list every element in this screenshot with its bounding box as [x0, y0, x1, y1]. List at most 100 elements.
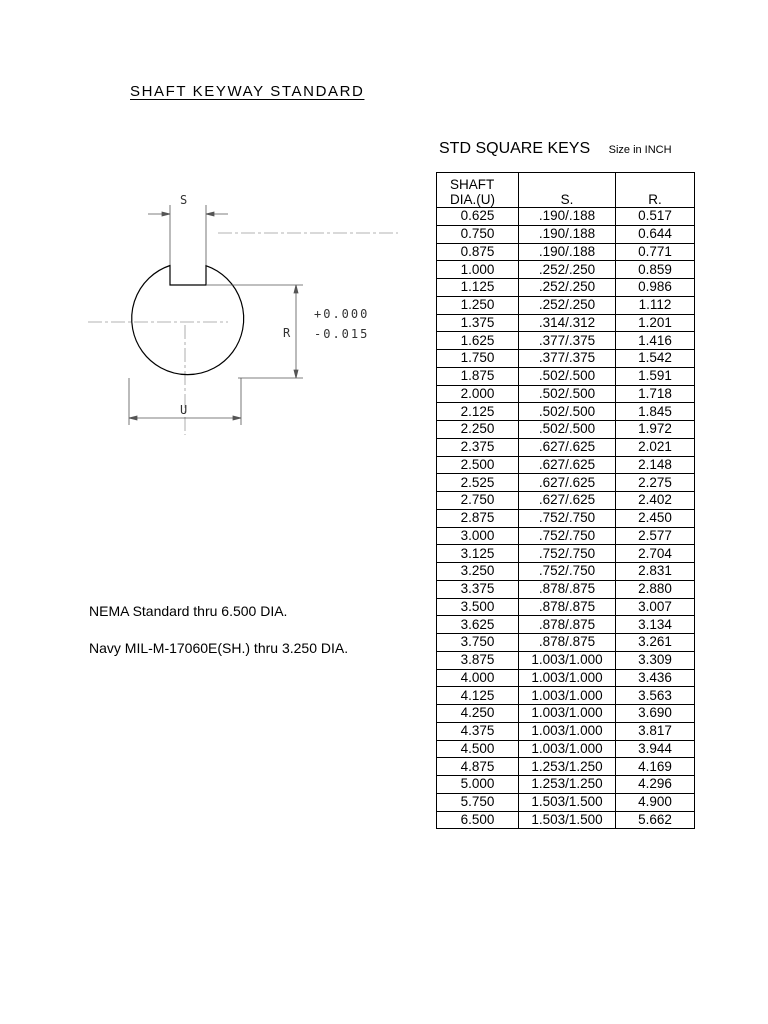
shaft-outline	[131, 264, 245, 376]
cell-s: .502/.500	[518, 420, 616, 439]
cell-s: .752/.750	[518, 526, 616, 546]
cell-s: 1.003/1.000	[518, 686, 616, 705]
cell-r: 4.169	[615, 757, 695, 776]
cell-shaft-dia: 1.750	[436, 349, 519, 368]
cell-r: 4.296	[615, 775, 695, 794]
cell-r: 0.986	[615, 278, 695, 297]
cell-s: .502/.500	[518, 384, 616, 404]
cell-s: .878/.875	[518, 597, 616, 617]
cell-r: 2.704	[615, 544, 695, 563]
cell-r: 1.972	[615, 420, 695, 439]
cell-r: 1.112	[615, 295, 695, 315]
cell-r: 2.831	[615, 562, 695, 581]
cell-r: 1.416	[615, 331, 695, 350]
dim-label-r: R	[283, 326, 291, 340]
cell-shaft-dia: 3.125	[436, 544, 519, 563]
cell-s: .878/.875	[518, 579, 616, 599]
cell-shaft-dia: 4.250	[436, 704, 519, 723]
dim-label-u: U	[180, 403, 187, 417]
cell-r: 3.261	[615, 633, 695, 652]
cell-s: .252/.250	[518, 278, 616, 297]
header-s: S.	[518, 172, 616, 208]
note-navy: Navy MIL-M-17060E(SH.) thru 3.250 DIA.	[89, 640, 349, 656]
cell-shaft-dia: 2.750	[436, 491, 519, 510]
cell-shaft-dia: 2.375	[436, 437, 519, 457]
cell-shaft-dia: 1.125	[436, 278, 519, 297]
cell-r: 0.644	[615, 224, 695, 244]
cell-shaft-dia: 1.625	[436, 331, 519, 350]
cell-shaft-dia: 4.875	[436, 757, 519, 776]
cell-r: 4.900	[615, 792, 695, 812]
header-shaft-dia: SHAFT DIA.(U)	[436, 172, 519, 208]
header-r: R.	[615, 172, 695, 208]
cell-r: 3.817	[615, 721, 695, 741]
cell-shaft-dia: 5.750	[436, 792, 519, 812]
cell-shaft-dia: 2.500	[436, 455, 519, 475]
cell-s: .752/.750	[518, 544, 616, 563]
cell-s: 1.003/1.000	[518, 650, 616, 670]
cell-shaft-dia: 1.250	[436, 295, 519, 315]
cell-r: 3.309	[615, 650, 695, 670]
cell-r: 2.880	[615, 579, 695, 599]
cell-r: 3.007	[615, 597, 695, 617]
cell-r: 5.662	[615, 810, 695, 830]
cell-s: 1.003/1.000	[518, 668, 616, 688]
cell-s: .377/.375	[518, 349, 616, 368]
cell-s: .878/.875	[518, 633, 616, 652]
cell-s: 1.003/1.000	[518, 721, 616, 741]
table-header-row: SHAFT DIA.(U) S. R.	[436, 172, 695, 208]
cell-r: 2.402	[615, 491, 695, 510]
cell-shaft-dia: 3.500	[436, 597, 519, 617]
cell-shaft-dia: 4.500	[436, 739, 519, 759]
cell-shaft-dia: 1.375	[436, 313, 519, 333]
cell-s: 1.003/1.000	[518, 739, 616, 759]
cell-shaft-dia: 3.750	[436, 633, 519, 652]
cell-r: 3.134	[615, 615, 695, 634]
cell-s: .252/.250	[518, 260, 616, 279]
cell-r: 1.718	[615, 384, 695, 404]
cell-s: .190/.188	[518, 224, 616, 244]
cell-shaft-dia: 0.750	[436, 224, 519, 244]
cell-s: .190/.188	[518, 207, 616, 226]
cell-s: .752/.750	[518, 562, 616, 581]
cell-s: .627/.625	[518, 491, 616, 510]
center-lines	[88, 232, 398, 435]
cell-shaft-dia: 3.000	[436, 526, 519, 546]
cell-s: .627/.625	[518, 437, 616, 457]
cell-s: .627/.625	[518, 473, 616, 492]
cell-r: 3.944	[615, 739, 695, 759]
cell-shaft-dia: 2.125	[436, 402, 519, 421]
cell-shaft-dia: 4.125	[436, 686, 519, 705]
cell-s: .502/.500	[518, 402, 616, 421]
cell-shaft-dia: 1.875	[436, 366, 519, 386]
cell-r: 2.275	[615, 473, 695, 492]
cell-s: .878/.875	[518, 615, 616, 634]
cell-r: 2.148	[615, 455, 695, 475]
cell-shaft-dia: 4.375	[436, 721, 519, 741]
dimension-lines	[128, 205, 303, 425]
cell-shaft-dia: 3.375	[436, 579, 519, 599]
